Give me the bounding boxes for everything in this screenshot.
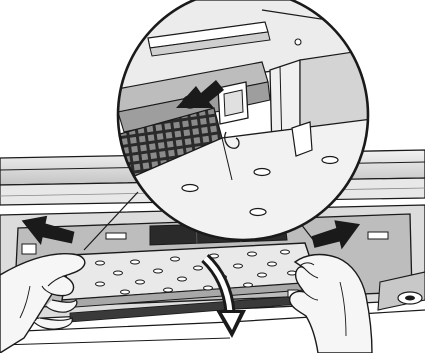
magnified-inset [110,0,380,240]
left-hand [0,254,85,353]
